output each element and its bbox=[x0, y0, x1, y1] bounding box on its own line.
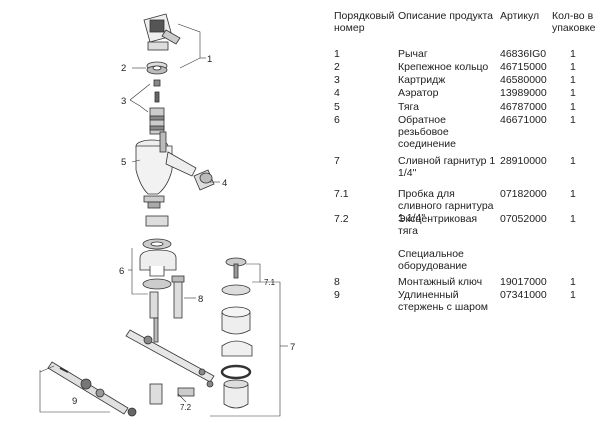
part-article: 46836IG0 bbox=[500, 48, 547, 60]
part-article: 07052000 bbox=[500, 213, 547, 225]
part-number: 7 bbox=[334, 155, 340, 167]
part-description-line: Тяга bbox=[398, 101, 419, 113]
faucet-body-part bbox=[135, 131, 197, 209]
part-description-line: Аэратор bbox=[398, 87, 439, 99]
part-description-line: 1 1/4" bbox=[398, 212, 426, 224]
part-description-line: 1/4" bbox=[398, 167, 417, 179]
part-description-line: Картридж bbox=[398, 74, 446, 86]
part-number: 6 bbox=[334, 114, 340, 126]
part-quantity: 1 bbox=[570, 289, 576, 301]
callout-label-7-1: 7.1 bbox=[264, 278, 276, 287]
callout-label-2: 2 bbox=[121, 63, 126, 74]
part-quantity: 1 bbox=[570, 276, 576, 288]
part-quantity: 1 bbox=[570, 155, 576, 167]
part-description: Монтажный ключ bbox=[398, 276, 502, 288]
part-description-line: Специальное bbox=[398, 248, 464, 260]
part-description: Аэратор bbox=[398, 87, 502, 99]
part-description-line: сливного гарнитура bbox=[398, 200, 494, 212]
part-article: 07341000 bbox=[500, 289, 547, 301]
part-description-line: соединение bbox=[398, 138, 456, 150]
callout-label-4: 4 bbox=[222, 178, 227, 189]
part-number: 4 bbox=[334, 87, 340, 99]
part-article: 19017000 bbox=[500, 276, 547, 288]
fixing-ring-part bbox=[146, 61, 168, 75]
callout-label-9: 9 bbox=[72, 396, 77, 407]
callout-label-3: 3 bbox=[121, 96, 126, 107]
part-description-line: Монтажный ключ bbox=[398, 276, 483, 288]
part-quantity: 1 bbox=[570, 188, 576, 200]
exploded-view-drawing: 1 2 3 4 5 6 7 7.1 7.2 8 9 bbox=[39, 13, 295, 417]
part-number: 7.1 bbox=[334, 188, 349, 200]
part-description-line: Рычаг bbox=[398, 48, 428, 60]
part-description: Тяга bbox=[398, 101, 502, 113]
part-description-line: стержень с шаром bbox=[398, 301, 488, 313]
part-article: 46787000 bbox=[500, 101, 547, 113]
part-number: 9 bbox=[334, 289, 340, 301]
part-quantity: 1 bbox=[570, 87, 576, 99]
part-number: 5 bbox=[334, 101, 340, 113]
exploded-parts-diagram: 1 2 3 4 5 6 7 7.1 7.2 8 9 bbox=[39, 13, 295, 417]
part-article: 46715000 bbox=[500, 61, 547, 73]
part-number: 2 bbox=[334, 61, 340, 73]
callout-label-6: 6 bbox=[119, 266, 124, 277]
part-quantity: 1 bbox=[570, 61, 576, 73]
header-quantity: Кол-во в упаковке bbox=[552, 10, 596, 34]
part-description-line: резьбовое bbox=[398, 126, 449, 138]
part-number: 1 bbox=[334, 48, 340, 60]
callout-label-7-2: 7.2 bbox=[180, 403, 192, 412]
header-description: Описание продукта bbox=[398, 10, 493, 22]
part-number: 8 bbox=[334, 276, 340, 288]
aerator-part bbox=[193, 169, 215, 191]
part-description-line: Пробка для bbox=[398, 188, 455, 200]
small-fittings-part bbox=[149, 380, 214, 405]
callout-label-5: 5 bbox=[121, 157, 126, 168]
part-description-line: Сливной гарнитур 1 bbox=[398, 155, 496, 167]
part-article: 07182000 bbox=[500, 188, 547, 200]
threaded-connection-part bbox=[139, 215, 177, 319]
callout-label-7: 7 bbox=[290, 342, 295, 353]
part-description-line: тяга bbox=[398, 225, 418, 237]
callout-label-8: 8 bbox=[198, 294, 203, 305]
part-description-line: Удлиненный bbox=[398, 289, 459, 301]
pull-rod-part bbox=[125, 317, 215, 383]
part-description-line: оборудование bbox=[398, 260, 468, 272]
part-number: 7.2 bbox=[334, 213, 349, 225]
part-article: 13989000 bbox=[500, 87, 547, 99]
lever-part bbox=[143, 13, 181, 51]
part-quantity: 1 bbox=[570, 74, 576, 86]
part-description: Картридж bbox=[398, 74, 502, 86]
callout-label-1: 1 bbox=[207, 54, 212, 65]
header-number: Порядковый номер bbox=[334, 10, 395, 34]
part-description-line: Эксцентриковая bbox=[398, 213, 478, 225]
part-description: Крепежное кольцо bbox=[398, 61, 502, 73]
extended-rod-part bbox=[47, 361, 137, 417]
part-article: 28910000 bbox=[500, 155, 547, 167]
part-article: 46580000 bbox=[500, 74, 547, 86]
part-description-line: Обратное bbox=[398, 114, 446, 126]
part-article: 46671000 bbox=[500, 114, 547, 126]
header-article: Артикул bbox=[500, 10, 540, 22]
part-quantity: 1 bbox=[570, 101, 576, 113]
cartridge-part bbox=[149, 79, 165, 135]
part-description: Рычаг bbox=[398, 48, 502, 60]
part-number: 3 bbox=[334, 74, 340, 86]
part-quantity: 1 bbox=[570, 48, 576, 60]
part-quantity: 1 bbox=[570, 114, 576, 126]
drain-set-part bbox=[220, 257, 253, 409]
part-description-line: Крепежное кольцо bbox=[398, 61, 489, 73]
leader-lines bbox=[39, 23, 288, 417]
mounting-wrench-part bbox=[171, 275, 185, 319]
part-quantity: 1 bbox=[570, 213, 576, 225]
